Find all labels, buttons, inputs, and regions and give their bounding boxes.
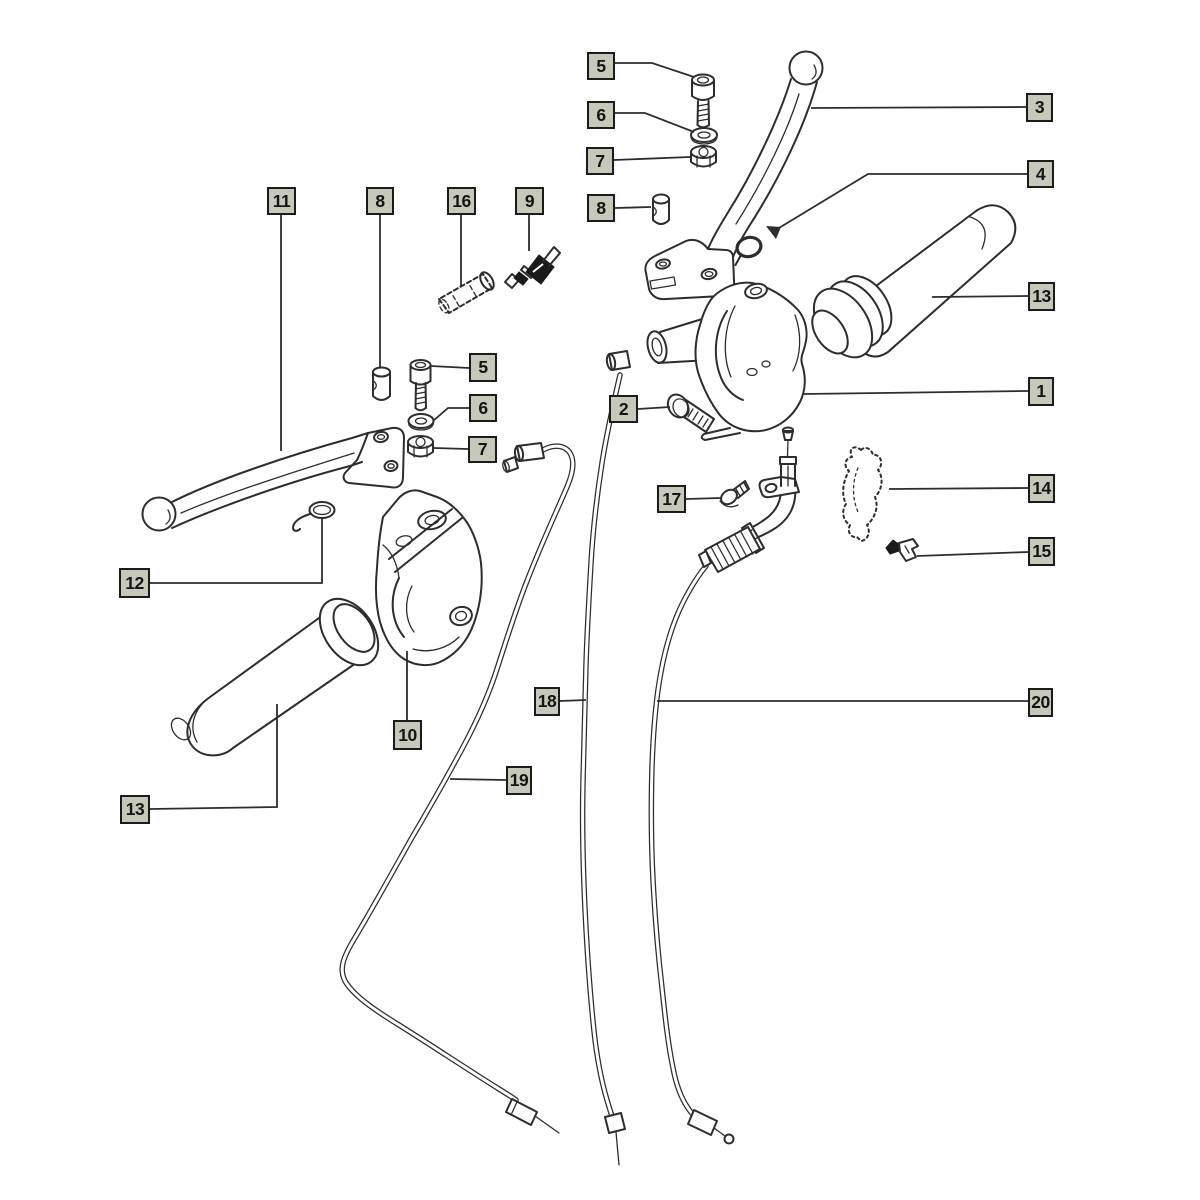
part-callout-16: 16	[447, 187, 476, 215]
part-callout-3: 3	[1026, 93, 1053, 122]
leader-line-13	[149, 704, 278, 810]
washer-6-left	[407, 413, 435, 431]
leader-line-18	[559, 699, 587, 702]
hex-nut-7-top	[690, 145, 717, 168]
cable-19-nipple	[503, 456, 519, 473]
pivot-pin-8-top	[652, 193, 670, 225]
part-callout-14: 14	[1028, 474, 1055, 503]
part-callout-13: 13	[1028, 282, 1055, 311]
leader-line-2	[637, 406, 671, 410]
leader-line-7	[613, 156, 691, 161]
part-callout-2: 2	[609, 395, 638, 423]
rear-brake-lever-blade-11	[141, 426, 405, 532]
washer-6-top	[690, 127, 718, 145]
leader-line-19	[449, 778, 507, 781]
pivot-pin-8-left	[372, 366, 391, 401]
part-callout-17: 17	[657, 485, 686, 513]
cable-20-end-cap	[687, 1109, 718, 1136]
cable-18-end-cap	[604, 1112, 626, 1134]
lever-pivot-ring-4	[734, 235, 763, 266]
part-callout-10: 10	[393, 720, 422, 750]
part-callout-4: 4	[1027, 160, 1054, 188]
leader-line-1	[802, 390, 1029, 395]
housing-screw-17	[719, 480, 750, 508]
lever-11-ball-end	[141, 496, 177, 532]
leader-line-14	[888, 487, 1029, 490]
part-callout-8: 8	[366, 187, 394, 215]
part-callout-7: 7	[468, 436, 497, 463]
throttle-tube-flange	[811, 275, 893, 359]
throttle-cable-20	[648, 563, 735, 1145]
hex-nut-7-left	[407, 435, 434, 458]
leader-line-6	[432, 407, 469, 422]
part-callout-20: 20	[1028, 688, 1053, 717]
part-callout-5: 5	[587, 52, 615, 80]
front-brake-lever-blade-3	[644, 50, 824, 301]
cable-adjuster-knurl	[704, 526, 761, 573]
brake-light-switch-9	[504, 246, 561, 289]
brake-lever-housing-10	[375, 489, 483, 667]
part-callout-8: 8	[587, 194, 615, 222]
leader-line-8	[614, 206, 652, 209]
leader-line-7	[433, 447, 469, 450]
hex-screw-5-top	[691, 73, 715, 129]
cable-20-end-ball	[723, 1133, 735, 1145]
housing-screw-2	[666, 393, 715, 433]
part-callout-18: 18	[534, 687, 560, 716]
hex-screw-5-left	[409, 359, 432, 412]
retainer-ring-12	[292, 501, 336, 532]
part-callout-11: 11	[267, 187, 296, 215]
part-callout-19: 19	[506, 766, 532, 795]
leader-line-5	[615, 62, 695, 78]
leader-line-13	[931, 295, 1029, 298]
part-callout-1: 1	[1028, 377, 1054, 406]
cable-19-top-barrel	[516, 442, 545, 462]
leader-lines-layer	[149, 62, 1029, 810]
part-callout-15: 15	[1028, 537, 1055, 566]
leader-line-6	[615, 112, 695, 133]
leader-line-15	[916, 551, 1029, 557]
handlebar-grip-13-left	[170, 597, 380, 757]
part-callout-7: 7	[586, 147, 614, 175]
clamp-bracket-14	[842, 446, 883, 542]
leader-line-5	[430, 365, 470, 369]
part-callout-13: 13	[120, 795, 150, 824]
retaining-clip-15	[885, 538, 919, 562]
lever-3-ball-end	[788, 50, 824, 86]
part-callout-12: 12	[119, 568, 150, 598]
part-callout-5: 5	[469, 353, 497, 382]
part-callout-6: 6	[469, 394, 497, 422]
cable-19-ferrule	[505, 1098, 538, 1126]
leader-line-12	[150, 519, 323, 584]
leader-line-4	[773, 173, 1027, 232]
throttle-housing-1	[646, 281, 808, 441]
part-callout-9: 9	[515, 187, 544, 215]
throttle-cable-elbow-fitting	[698, 426, 800, 573]
leader-line-17	[685, 497, 722, 500]
leader-arrowhead-4	[766, 226, 781, 239]
transmission-cable-18	[579, 350, 631, 1166]
lever-11-perch-plate	[342, 426, 405, 489]
cable-adjuster-16	[438, 271, 495, 314]
part-callout-6: 6	[587, 101, 615, 129]
front-brake-cable-19	[339, 442, 576, 1134]
leader-line-3	[810, 106, 1027, 109]
